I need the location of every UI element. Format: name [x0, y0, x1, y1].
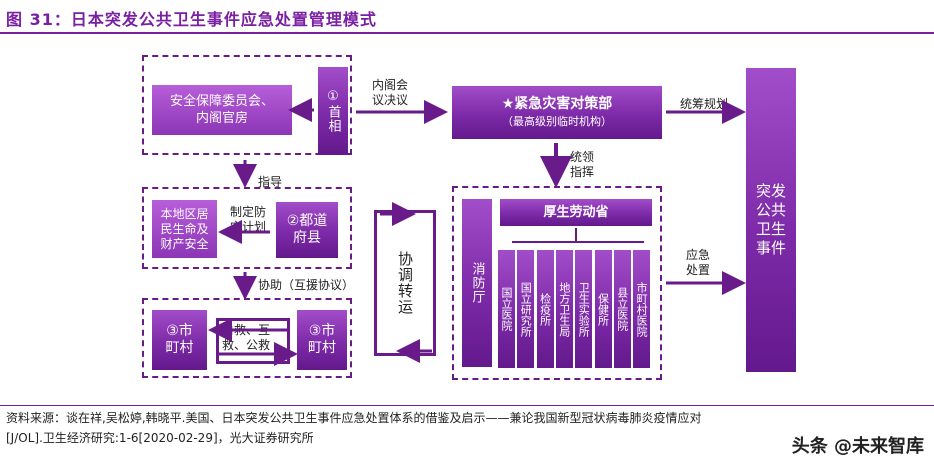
footer-divider — [0, 405, 934, 406]
agency-label: 保健所 — [596, 292, 610, 326]
agency-box: 市町村医院 — [633, 250, 651, 368]
guide-label: 指导 — [258, 175, 283, 189]
agency-label: 县立医院 — [615, 287, 629, 331]
agency-box: 检疫所 — [536, 250, 554, 368]
agency-label: 市町村医院 — [635, 281, 649, 337]
headquarters-subtitle: （最高级别临时机构） — [502, 114, 612, 128]
prime-minister-label: ①首相 — [325, 89, 341, 133]
mhlw-box: 厚生劳动省 — [500, 199, 652, 226]
title-divider — [0, 32, 934, 34]
prefecture-box: ②都道 府县 — [276, 202, 338, 258]
national-group — [142, 55, 352, 155]
agency-box: 国立医院 — [498, 250, 515, 368]
agency-label: 检疫所 — [538, 292, 552, 326]
agency-box: 县立医院 — [613, 250, 631, 368]
agency-box: 国立研究所 — [517, 250, 535, 368]
public-health-event-box: 突发公共卫生事件 — [746, 68, 796, 372]
agency-label: 国立医院 — [500, 287, 513, 331]
plan-label: 制定防 灾计划 — [230, 205, 267, 234]
agency-label: 卫生实验所 — [577, 281, 591, 337]
city-a-box: ③市 町村 — [152, 310, 207, 370]
coordinate-label: 协调转运 — [396, 251, 414, 315]
agency-box: 卫生实验所 — [575, 250, 593, 368]
plan-coordination-label: 统筹规划 — [680, 97, 729, 111]
headquarters-title: ★紧急灾害对策部 — [501, 95, 613, 112]
headquarters-box: ★紧急灾害对策部 （最高级别临时机构） — [452, 86, 662, 139]
lead-label: 统领 指挥 — [570, 150, 595, 179]
agency-box: 地方卫生局 — [555, 250, 573, 368]
agency-box: 保健所 — [594, 250, 612, 368]
prime-minister-box: ①首相 — [318, 67, 348, 155]
cabinet-label: 内阁会 议决议 — [372, 78, 409, 107]
agency-label: 国立研究所 — [519, 281, 533, 337]
coordinate-center: 协调转运 — [382, 228, 427, 338]
fire-department-box: 消防厅 — [462, 199, 492, 367]
local-residents-box: 本地区居 民生命及 财产安全 — [152, 200, 217, 258]
respond-label: 应急 处置 — [686, 248, 711, 277]
city-b-box: ③市 町村 — [297, 310, 347, 370]
watermark: 头条 @未来智库 — [791, 436, 924, 457]
prefecture-group — [142, 187, 352, 269]
figure-title: 图 31：日本突发公共卫生事件应急处置管理模式 — [6, 10, 377, 29]
security-council-box: 安全保障委员会、 内阁官房 — [152, 85, 292, 135]
agency-label: 地方卫生局 — [557, 281, 571, 337]
source-line-2: [J/OL].卫生经济研究:1-6[2020-02-29]，光大证券研究所 — [6, 431, 314, 445]
source-line-1: 资料来源：谈在祥,吴松婷,韩晓平.美国、日本突发公共卫生事件应急处置体系的借鉴及… — [6, 411, 702, 425]
public-health-event-label: 突发公共卫生事件 — [756, 182, 787, 257]
fire-department-label: 消防厅 — [469, 262, 485, 304]
mutual-aid-label: 自救、互 救、公救 — [222, 323, 271, 352]
assist-label: 协助（互援协议） — [258, 278, 355, 292]
